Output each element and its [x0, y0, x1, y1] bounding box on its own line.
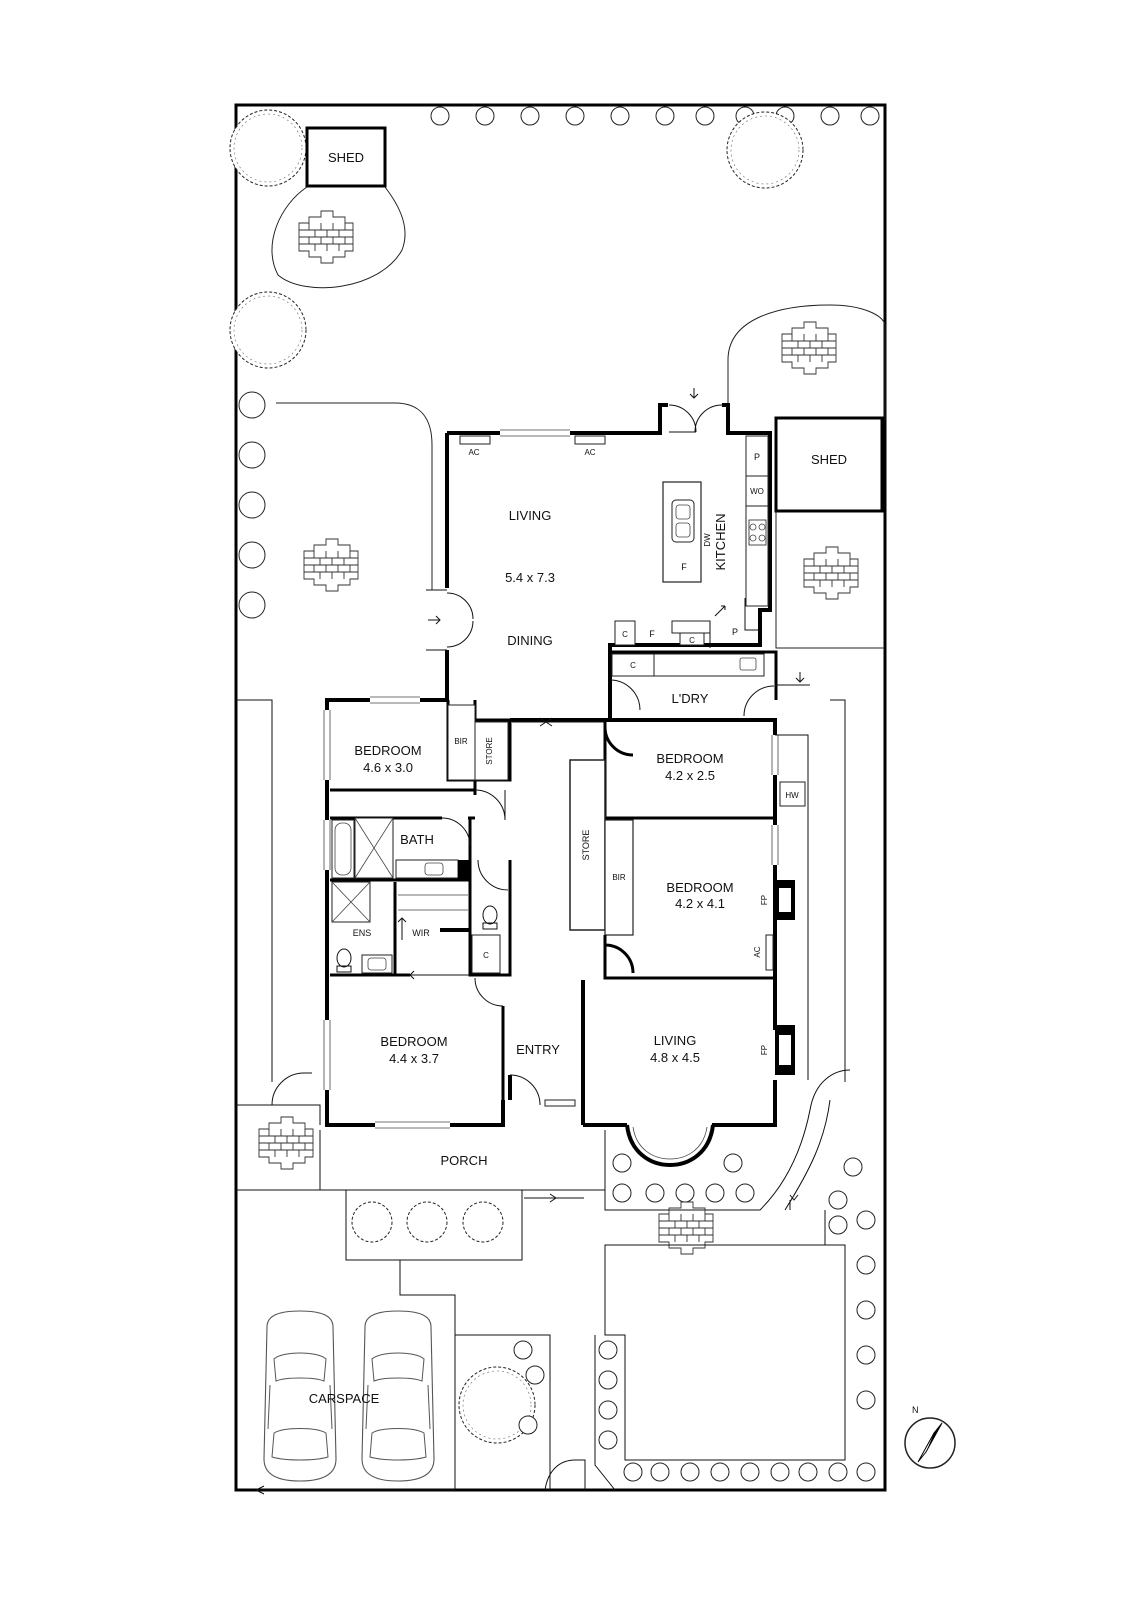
lawn-edge: [276, 402, 445, 591]
bath-label: BATH: [400, 832, 434, 847]
shed-top-label: SHED: [328, 150, 364, 165]
pantry-label: P: [732, 627, 738, 637]
front-yard: PORCH: [236, 1069, 876, 1495]
bedroom-1-dims: 4.6 x 3.0: [363, 760, 413, 775]
porch-label: PORCH: [441, 1153, 488, 1168]
bathtub-icon: [331, 819, 355, 879]
bedroom-4-title: BEDROOM: [380, 1034, 447, 1049]
north-label: N: [912, 1405, 919, 1415]
brick-paving-icon: [803, 546, 859, 600]
bath-ensuite-wir: BATH ENS WIR C: [330, 816, 512, 980]
sink-icon: [424, 862, 444, 876]
living-dining-dims: 5.4 x 7.3: [505, 570, 555, 585]
toilet-icon: [482, 905, 498, 930]
property-boundary: [234, 103, 887, 1492]
carspace-label: CARSPACE: [309, 1391, 380, 1406]
bedroom-1-title: BEDROOM: [354, 743, 421, 758]
fireplace-icon: [775, 880, 795, 920]
tree-icon: [726, 111, 804, 189]
sink-icon: [739, 657, 757, 671]
bedroom-2: BEDROOM 4.2 x 2.5: [603, 720, 775, 820]
brick-paving-icon: [298, 210, 354, 264]
cupboard-label: C: [622, 630, 628, 639]
bedroom-3: BEDROOM 4.2 x 4.1 FP AC: [603, 880, 795, 980]
bedroom-3-title: BEDROOM: [666, 880, 733, 895]
fireplace-icon: [775, 1025, 795, 1075]
shrub-icon: [238, 391, 266, 619]
brick-paving-icon: [303, 538, 359, 592]
laundry: C L'DRY: [608, 650, 810, 720]
store-label: STORE: [581, 830, 591, 861]
bedroom-4-dims: 4.4 x 3.7: [389, 1051, 439, 1066]
cupboard-label: C: [630, 661, 636, 670]
shrub-icon: [612, 1153, 876, 1410]
wo-label: WO: [750, 487, 764, 496]
bir-label: BIR: [454, 737, 468, 746]
tree-icon: [406, 1201, 448, 1243]
entry: ENTRY: [509, 1042, 560, 1106]
bir-label: BIR: [612, 873, 626, 882]
ens-label: ENS: [353, 928, 372, 938]
brick-paving-icon: [258, 1116, 314, 1170]
entry-label: ENTRY: [516, 1042, 560, 1057]
side-yard: [775, 511, 885, 649]
cooktop-icon: [748, 519, 767, 546]
sink-icon: [671, 499, 695, 543]
north-arrow-icon: N: [904, 1405, 956, 1469]
side-passage-right: HW: [775, 699, 846, 1082]
dw-label: DW: [703, 533, 712, 547]
fridge-label: F: [649, 629, 655, 639]
door-swing-icon: [668, 388, 723, 433]
tree-icon: [351, 1201, 393, 1243]
shrub-icon: [430, 106, 880, 126]
living-2-title: LIVING: [654, 1033, 697, 1048]
shed-right: [774, 416, 884, 513]
tree-icon: [462, 1201, 504, 1243]
bedroom-1: BIR STORE BEDROOM 4.6 x 3.0: [330, 700, 512, 821]
laundry-label: L'DRY: [672, 691, 709, 706]
backyard: SHED SHED: [229, 106, 886, 649]
garden-bed: [271, 186, 406, 289]
living-dining-title: LIVING: [509, 508, 552, 523]
store-bir: STORE BIR: [569, 759, 634, 936]
cupboard-label: C: [689, 636, 695, 645]
door-swing-icon: [426, 589, 474, 651]
tree-icon: [229, 109, 307, 187]
garden-bed: [727, 304, 886, 420]
store-label: STORE: [485, 737, 494, 764]
kitchen-label: KITCHEN: [713, 513, 728, 570]
bedroom-4: BEDROOM 4.4 x 3.7: [380, 977, 505, 1100]
bedroom-2-title: BEDROOM: [656, 751, 723, 766]
fridge-label: F: [681, 562, 687, 572]
bedroom-2-dims: 4.2 x 2.5: [665, 768, 715, 783]
side-passage-left: [236, 699, 273, 1082]
fp-label: FP: [760, 1045, 769, 1055]
ac-label: AC: [584, 448, 595, 457]
wir-label: WIR: [412, 928, 430, 938]
hw-label: HW: [785, 791, 799, 800]
bedroom-3-dims: 4.2 x 4.1: [675, 896, 725, 911]
shed-top: [305, 126, 387, 188]
brick-paving-icon: [781, 321, 837, 375]
living-2: LIVING 4.8 x 4.5 FP: [625, 1025, 795, 1168]
pantry-label: P: [754, 452, 760, 462]
main-house: [323, 696, 779, 1129]
tree-icon: [229, 291, 307, 369]
living-dining-kitchen: AC AC P WO DW: [426, 388, 772, 720]
shed-right-label: SHED: [811, 452, 847, 467]
fp-label: FP: [760, 895, 769, 905]
shower-icon: [331, 881, 371, 923]
living-2-dims: 4.8 x 4.5: [650, 1050, 700, 1065]
bay-window: [625, 1124, 715, 1168]
toilet-icon: [336, 948, 352, 973]
ac-label: AC: [753, 946, 762, 957]
door-swing-icon: [271, 1072, 312, 1106]
ac-label: AC: [468, 448, 479, 457]
dining-label: DINING: [507, 633, 553, 648]
sink-icon: [367, 957, 387, 971]
shower-icon: [354, 817, 394, 879]
cupboard-label: C: [483, 951, 489, 960]
